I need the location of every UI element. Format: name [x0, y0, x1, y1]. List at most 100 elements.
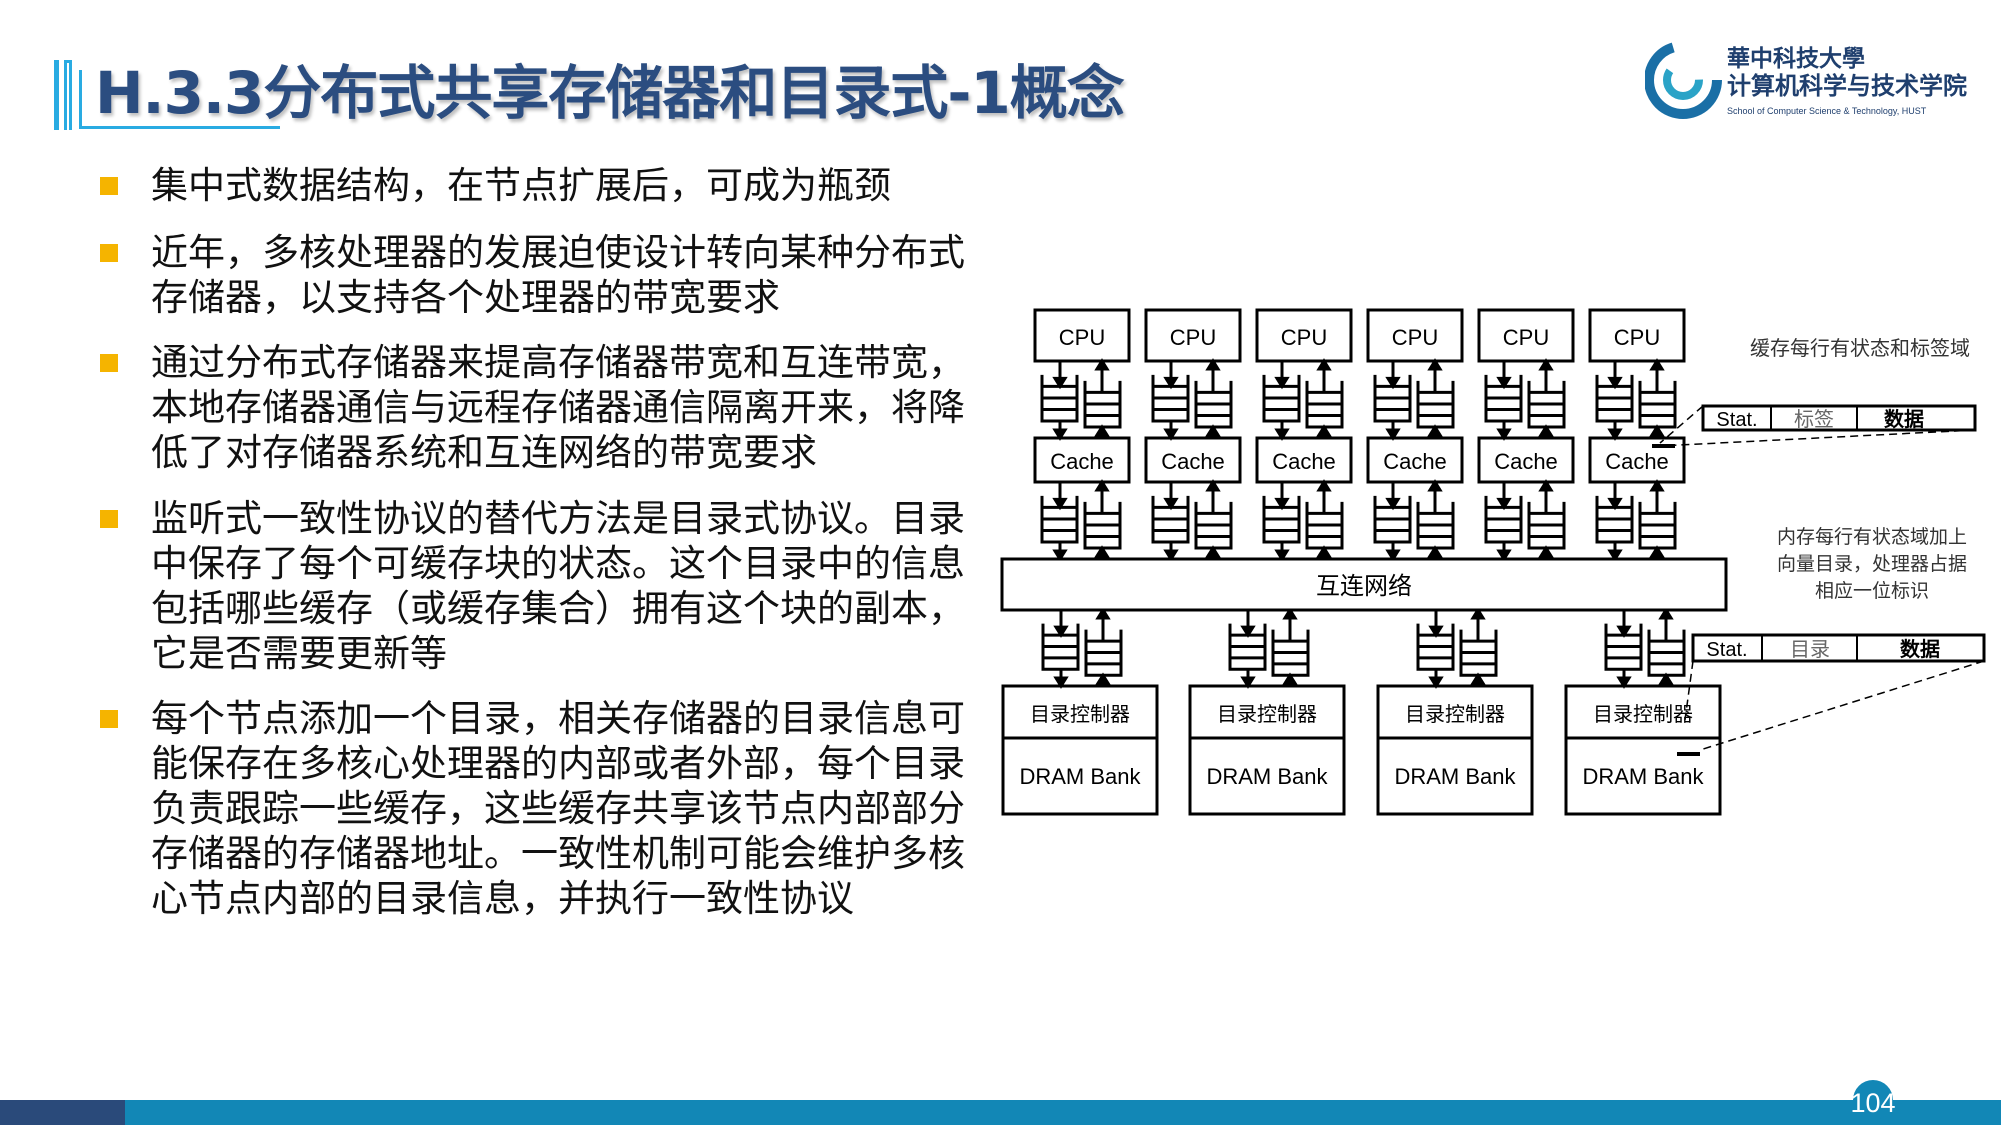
- arrow-up-icon: [1316, 358, 1332, 371]
- interconnect-box: [1000, 557, 1728, 612]
- arrow-up-icon: [1205, 479, 1221, 492]
- directory-controller-label: 目录控制器: [1593, 703, 1693, 726]
- arrow-up-icon: [1205, 545, 1221, 558]
- arrow-up-icon: [1649, 479, 1665, 492]
- arrow-down-icon: [1240, 625, 1256, 638]
- mem-line-data: 数据: [1900, 637, 1940, 661]
- cpu-box: [1033, 308, 1131, 363]
- cache-line-data: 数据: [1884, 407, 1924, 431]
- arrow-up-icon: [1538, 424, 1554, 437]
- interconnect-label: 互连网络: [1316, 572, 1412, 600]
- mem-note-line: 向量目录，处理器占据: [1777, 553, 1967, 575]
- arrow-up-icon: [1094, 424, 1110, 437]
- bullet-square-icon: [100, 510, 118, 528]
- logo-school-en: School of Computer Science & Technology,…: [1727, 106, 1927, 116]
- title-decoration: [54, 60, 59, 130]
- arrow-up-icon: [1427, 479, 1443, 492]
- logo-swirl-icon: 華中科技大學 计算机科学与技术学院 School of Computer Sci…: [1644, 41, 1967, 119]
- arrow-down-icon: [1163, 549, 1179, 562]
- bullet-square-icon: [100, 177, 118, 195]
- cache-line-format: Stat. 标签 数据: [1652, 404, 1977, 448]
- footer-bar-dark: [0, 1100, 125, 1125]
- mem-line-directory: 目录: [1790, 637, 1830, 661]
- cpu-box: [1144, 308, 1242, 363]
- directory-controller-label: 目录控制器: [1217, 703, 1317, 726]
- cache-label: Cache: [1161, 449, 1225, 474]
- cache-box: [1477, 436, 1575, 484]
- bullet-text: 监听式一致性协议的替代方法是目录式协议。目录中保存了每个可缓存块的状态。这个目录…: [151, 497, 965, 675]
- arrow-up-icon: [1658, 607, 1674, 620]
- bullet-text: 通过分布式存储器来提高存储器带宽和互连带宽，本地存储器通信与远程存储器通信隔离开…: [151, 341, 965, 474]
- arrow-down-icon: [1385, 549, 1401, 562]
- cpu-label: CPU: [1503, 325, 1549, 350]
- mem-note-line: 内存每行有状态域加上: [1777, 526, 1967, 548]
- arrow-up-icon: [1316, 424, 1332, 437]
- dram-bank-label: DRAM Bank: [1582, 764, 1704, 789]
- arrow-down-icon: [1496, 497, 1512, 511]
- arrow-down-icon: [1428, 625, 1444, 638]
- arrow-down-icon: [1496, 549, 1512, 562]
- cpu-box: [1255, 308, 1353, 363]
- bullet-text: 集中式数据结构，在节点扩展后，可成为瓶颈: [151, 164, 891, 207]
- arrow-up-icon: [1427, 545, 1443, 558]
- node-box: [1001, 684, 1159, 816]
- dram-bank-label: DRAM Bank: [1206, 764, 1328, 789]
- arrow-down-icon: [1052, 376, 1068, 390]
- node-box: [1376, 684, 1534, 816]
- cache-label: Cache: [1605, 449, 1669, 474]
- directory-controller-label: 目录控制器: [1030, 703, 1130, 726]
- cpu-box: [1366, 308, 1464, 363]
- cpu-box: [1477, 308, 1575, 363]
- bullet-text: 每个节点添加一个目录，相关存储器的目录信息可能保存在多核心处理器的内部或者外部，…: [151, 697, 965, 920]
- arrow-down-icon: [1052, 549, 1068, 562]
- cpu-box: [1588, 308, 1686, 363]
- cache-label: Cache: [1050, 449, 1114, 474]
- cpu-label: CPU: [1059, 325, 1105, 350]
- arrow-up-icon: [1205, 424, 1221, 437]
- cache-label: Cache: [1494, 449, 1558, 474]
- logo-name-cn: 華中科技大學: [1727, 45, 1865, 72]
- mem-note-line: 相应一位标识: [1815, 580, 1929, 602]
- hust-logo: 華中科技大學 计算机科学与技术学院 School of Computer Sci…: [1644, 40, 1985, 120]
- node-box: [1564, 684, 1722, 816]
- page-title: H.3.3分布式共享存储器和目录式-1概念: [95, 59, 1125, 127]
- arrow-up-icon: [1094, 479, 1110, 492]
- node-box: [1188, 684, 1346, 816]
- arrow-down-icon: [1163, 376, 1179, 390]
- arrow-up-icon: [1649, 358, 1665, 371]
- arrow-up-icon: [1649, 545, 1665, 558]
- arrow-up-icon: [1470, 672, 1486, 685]
- cache-box: [1144, 436, 1242, 484]
- bullet-square-icon: [100, 244, 118, 262]
- arrow-down-icon: [1052, 497, 1068, 511]
- bullet-square-icon: [100, 354, 118, 372]
- arrow-down-icon: [1240, 676, 1256, 689]
- arrow-up-icon: [1538, 545, 1554, 558]
- logo-school-cn: 计算机科学与技术学院: [1727, 72, 1967, 100]
- arrow-down-icon: [1053, 676, 1069, 689]
- arrow-up-icon: [1649, 424, 1665, 437]
- cache-label: Cache: [1383, 449, 1447, 474]
- arrow-down-icon: [1616, 676, 1632, 689]
- page-number: 104: [1850, 1088, 1896, 1118]
- arrow-down-icon: [1385, 497, 1401, 511]
- arrow-up-icon: [1282, 672, 1298, 685]
- arrow-up-icon: [1095, 672, 1111, 685]
- arrow-up-icon: [1658, 672, 1674, 685]
- arrow-down-icon: [1163, 497, 1179, 511]
- cache-box: [1366, 436, 1464, 484]
- arrow-up-icon: [1205, 358, 1221, 371]
- directory-controller-label: 目录控制器: [1405, 703, 1505, 726]
- arrow-down-icon: [1496, 428, 1512, 441]
- arrow-down-icon: [1274, 497, 1290, 511]
- arrow-down-icon: [1607, 497, 1623, 511]
- arrow-down-icon: [1274, 428, 1290, 441]
- arrow-up-icon: [1470, 607, 1486, 620]
- cpu-label: CPU: [1170, 325, 1216, 350]
- bullet-square-icon: [100, 710, 118, 728]
- arrow-down-icon: [1163, 428, 1179, 441]
- arrow-up-icon: [1538, 479, 1554, 492]
- arrow-up-icon: [1427, 358, 1443, 371]
- cache-box: [1255, 436, 1353, 484]
